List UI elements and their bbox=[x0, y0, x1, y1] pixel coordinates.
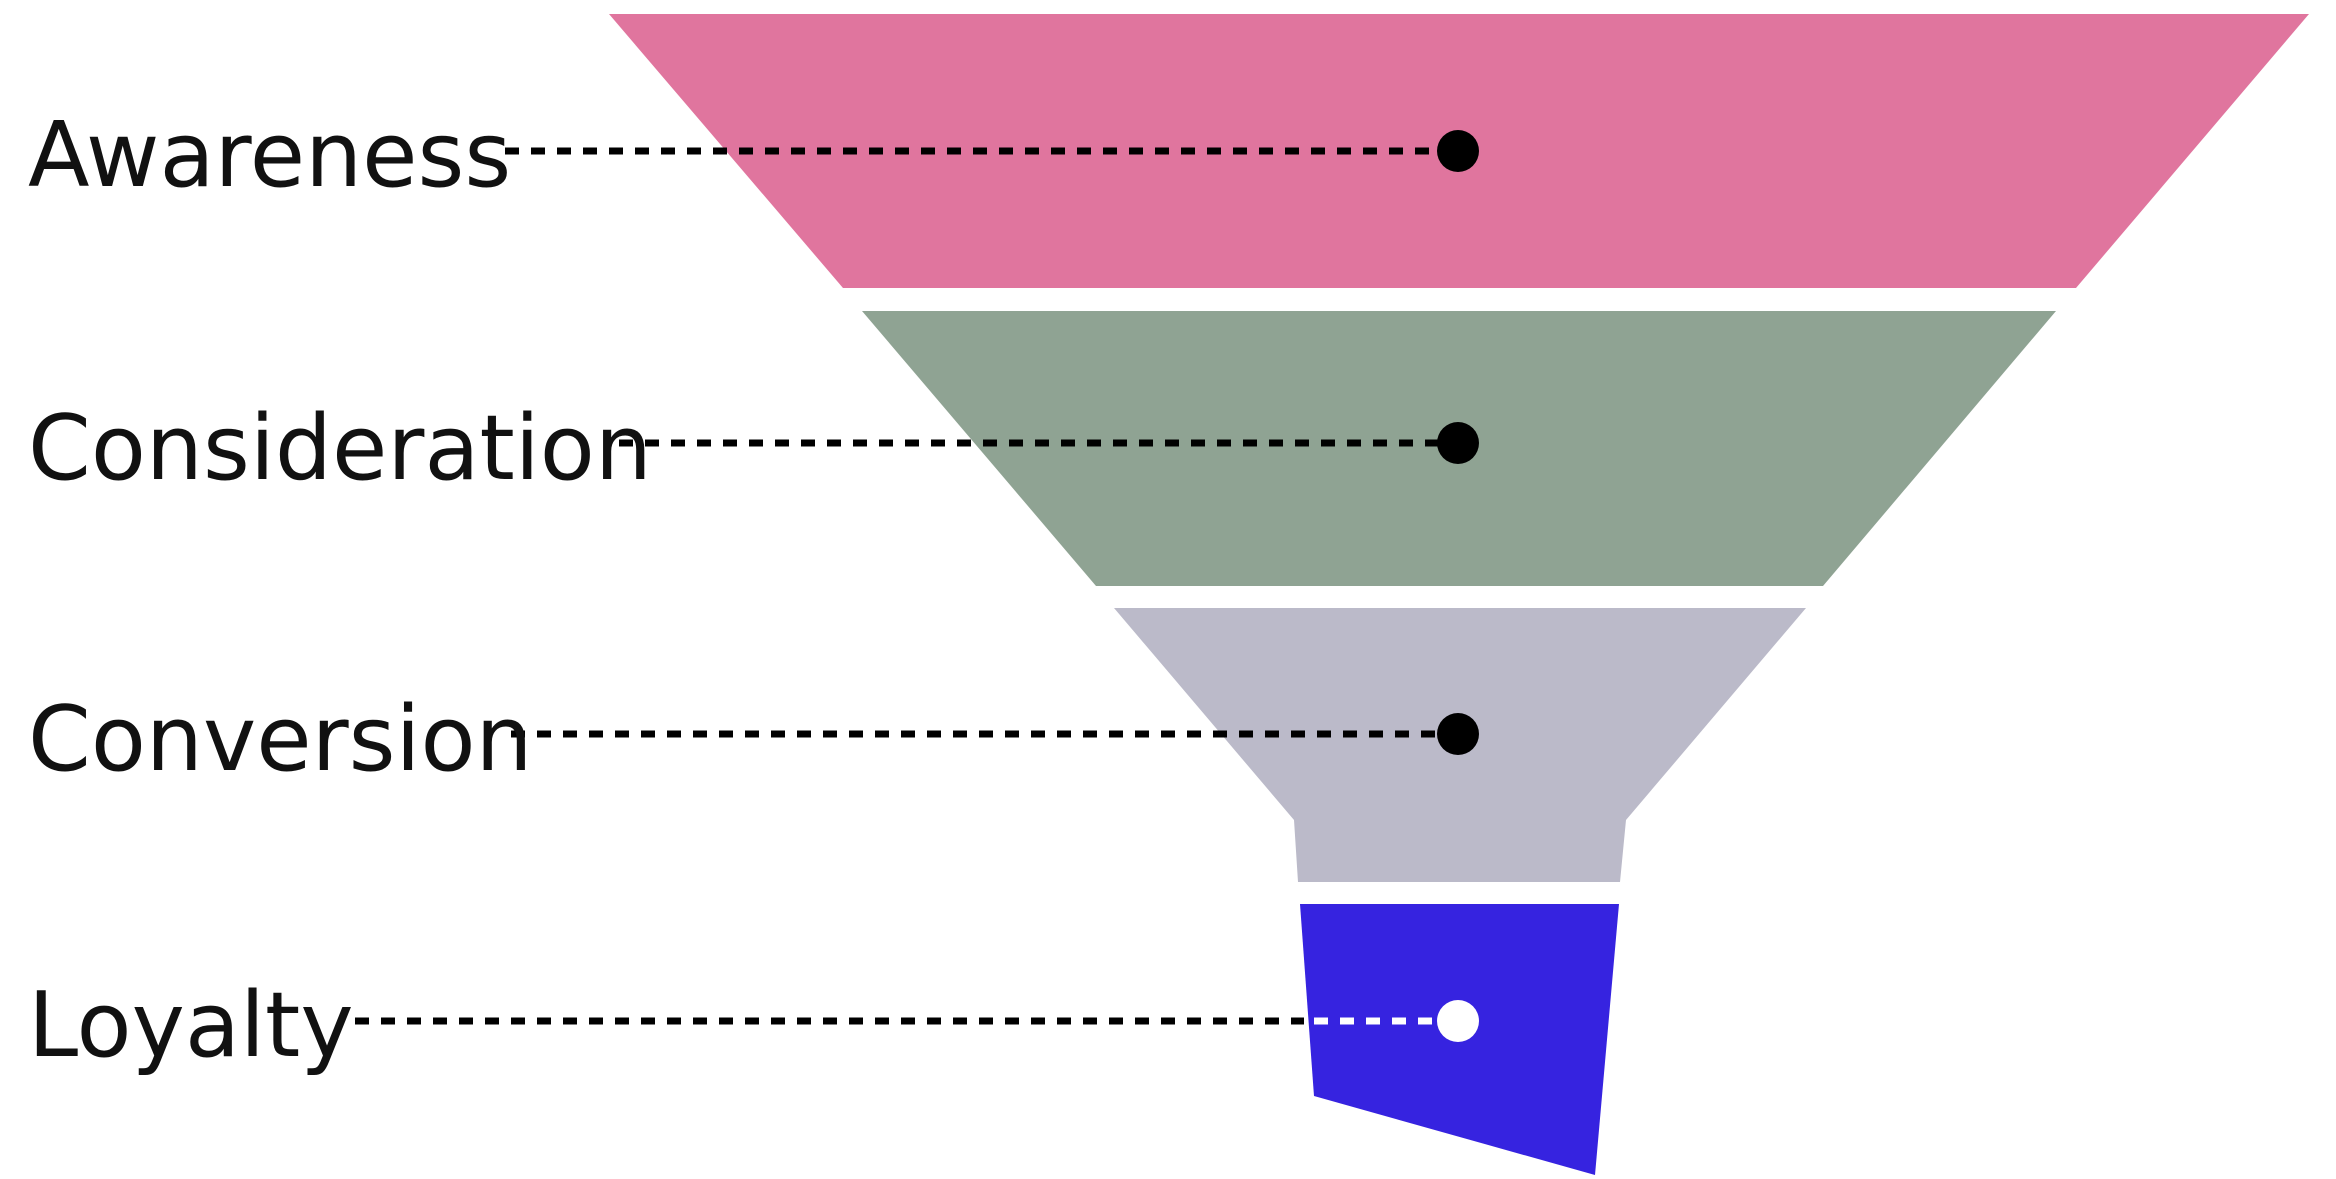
stage-loyalty: Loyalty bbox=[28, 904, 1619, 1175]
label-consideration: Consideration bbox=[28, 396, 652, 501]
marker-dot-loyalty bbox=[1437, 1000, 1479, 1042]
stage-conversion: Conversion bbox=[28, 608, 1806, 882]
marker-dot-consideration bbox=[1437, 422, 1479, 464]
label-loyalty: Loyalty bbox=[28, 973, 354, 1078]
label-awareness: Awareness bbox=[28, 103, 511, 208]
label-conversion: Conversion bbox=[28, 687, 533, 792]
marker-dot-conversion bbox=[1437, 713, 1479, 755]
stage-consideration: Consideration bbox=[28, 311, 2056, 586]
stage-awareness: Awareness bbox=[28, 14, 2309, 288]
marker-dot-awareness bbox=[1437, 130, 1479, 172]
